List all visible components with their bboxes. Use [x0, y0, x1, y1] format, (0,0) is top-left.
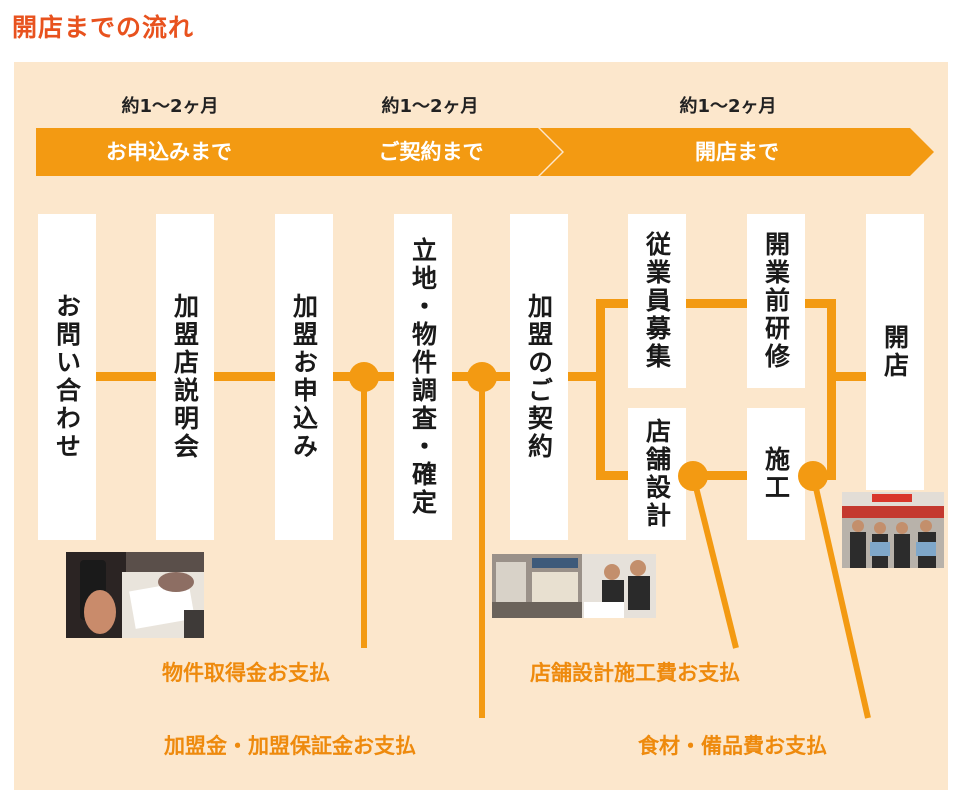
- payment-dot-1: [349, 362, 379, 392]
- step-application-label: 加盟お申込み: [292, 293, 317, 461]
- photo-opening: [842, 492, 944, 568]
- step-training: 開業前研修: [747, 214, 805, 388]
- photo-contract: [492, 554, 656, 618]
- payment-label-design-construction: 店舗設計施工費お支払: [530, 657, 740, 687]
- step-contract-label: 加盟のご契約: [527, 293, 552, 461]
- payment-label-property: 物件取得金お支払: [162, 657, 330, 687]
- step-inquiry-label: お問い合わせ: [55, 293, 80, 461]
- step-site-survey: 立地・物件調査・確定: [394, 214, 452, 540]
- step-recruit-label: 従業員募集: [645, 231, 670, 371]
- step-briefing-label: 加盟店説明会: [173, 293, 198, 461]
- step-recruit: 従業員募集: [628, 214, 686, 388]
- step-construction-label: 施工: [764, 446, 789, 502]
- step-briefing: 加盟店説明会: [156, 214, 214, 540]
- step-design-label: 店舗設計: [645, 418, 670, 530]
- payment-dot-3: [678, 461, 708, 491]
- step-construction: 施工: [747, 408, 805, 540]
- step-opening-label: 開店: [883, 324, 908, 380]
- payment-label-ingredients-equipment: 食材・備品費お支払: [638, 730, 827, 760]
- step-opening: 開店: [866, 214, 924, 490]
- step-inquiry: お問い合わせ: [38, 214, 96, 540]
- payment-label-franchise-fee: 加盟金・加盟保証金お支払: [164, 730, 416, 760]
- payment-dot-2: [467, 362, 497, 392]
- photo-inquiry: [66, 552, 204, 638]
- payment-dot-4: [798, 461, 828, 491]
- step-site-survey-label: 立地・物件調査・確定: [411, 237, 436, 517]
- step-training-label: 開業前研修: [764, 231, 789, 371]
- step-contract: 加盟のご契約: [510, 214, 568, 540]
- step-application: 加盟お申込み: [275, 214, 333, 540]
